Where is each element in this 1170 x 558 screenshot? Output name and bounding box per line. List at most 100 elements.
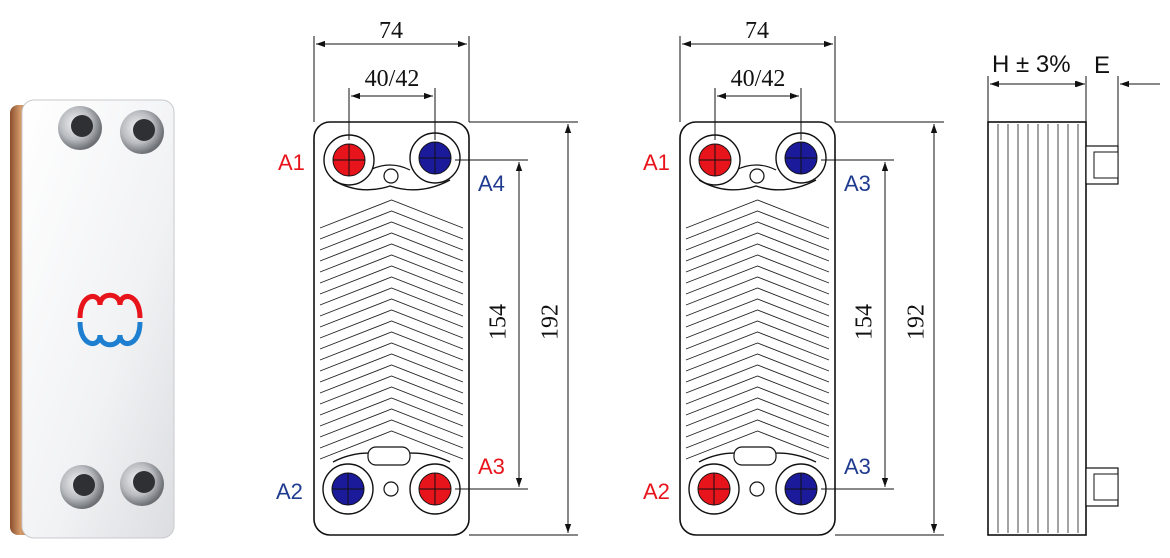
chevron-line <box>685 342 830 372</box>
chevron-line <box>685 243 830 273</box>
chevron-line <box>319 375 464 405</box>
port-label-a1: A1 <box>278 150 305 175</box>
port-pitch-label: 40/42 <box>731 66 786 92</box>
port-label-a3: A3 <box>478 454 505 479</box>
chevron-line <box>319 232 464 262</box>
inner-height-dimension <box>821 159 894 490</box>
chevron-line <box>319 342 464 372</box>
thickness-dimension <box>987 76 1087 122</box>
product-photo <box>10 99 175 539</box>
chevron-line <box>319 309 464 339</box>
chevron-line <box>319 364 464 394</box>
chevron-line <box>685 375 830 405</box>
side-connection-top <box>1085 145 1119 185</box>
chevron-line <box>685 276 830 306</box>
chevron-line <box>685 430 830 460</box>
three-loop-logo-icon <box>77 292 143 348</box>
nozzle-bottom-right <box>120 462 164 506</box>
port-a2 <box>322 463 374 515</box>
port-pitch-dimension <box>348 88 436 140</box>
chevron-line <box>319 320 464 350</box>
chevron-line <box>685 287 830 317</box>
distributor-bottom <box>332 446 451 497</box>
width-dimension-label: 74 <box>379 18 403 44</box>
chevron-line <box>685 331 830 361</box>
distributor-top <box>698 164 817 191</box>
plate-outline <box>679 121 836 536</box>
chevron-line <box>319 221 464 251</box>
port-a3-top <box>775 132 827 184</box>
chevron-line <box>319 199 464 229</box>
side-view: H ± 3% E <box>987 51 1160 536</box>
port-a1 <box>689 134 741 186</box>
outer-height-label: 192 <box>904 304 930 340</box>
chevron-line <box>319 386 464 416</box>
port-a4 <box>409 132 461 184</box>
port-a1 <box>323 134 375 186</box>
chevron-line <box>685 265 830 295</box>
chevron-line <box>319 298 464 328</box>
chevron-line <box>685 386 830 416</box>
port-label-a1: A1 <box>643 150 670 175</box>
thickness-label: H ± 3% <box>992 51 1071 78</box>
chevron-line <box>685 408 830 438</box>
chevron-line <box>685 221 830 251</box>
port-a2 <box>688 463 740 515</box>
chevron-line <box>685 199 830 229</box>
chevron-line <box>685 232 830 262</box>
plate-stack-lines <box>997 124 1079 533</box>
port-pitch-dimension <box>714 88 802 140</box>
width-dimension <box>313 36 470 122</box>
port-label-a3-bottom: A3 <box>844 454 871 479</box>
nozzle-top-right <box>120 110 164 154</box>
chevron-line <box>319 243 464 273</box>
chevron-line <box>685 309 830 339</box>
chevron-line <box>319 331 464 361</box>
plate-outline <box>313 121 470 536</box>
distributor-bottom <box>698 446 817 497</box>
outer-height-dimension <box>469 121 578 536</box>
chevron-line <box>685 419 830 449</box>
connection-length-dimension <box>1070 76 1160 146</box>
nozzle-bottom-left <box>60 465 104 509</box>
inner-height-label: 154 <box>486 304 512 340</box>
width-dimension <box>679 36 836 122</box>
width-dimension-label: 74 <box>745 18 769 44</box>
chevron-line <box>319 408 464 438</box>
chevron-line <box>319 353 464 383</box>
chevron-line <box>319 419 464 449</box>
chevron-line <box>319 276 464 306</box>
plate-stack-outline <box>987 121 1087 536</box>
chevron-line <box>685 320 830 350</box>
connection-label: E <box>1094 52 1110 79</box>
port-pitch-label: 40/42 <box>365 66 420 92</box>
outer-height-dimension <box>835 121 944 536</box>
side-connection-bottom <box>1085 467 1119 507</box>
chevron-line <box>685 397 830 427</box>
inner-height-dimension <box>455 159 528 490</box>
chevron-line <box>685 353 830 383</box>
drawing-1: 74 40/42 154 192 A1 A4 A2 A3 <box>276 18 578 536</box>
port-a3-bottom <box>775 463 827 515</box>
drawing-2: 74 40/42 154 192 A1 A3 A2 A3 <box>643 18 944 536</box>
chevron-line <box>685 364 830 394</box>
inner-height-label: 154 <box>852 304 878 340</box>
chevron-line <box>319 265 464 295</box>
chevron-line <box>319 430 464 460</box>
port-a3 <box>409 463 461 515</box>
nozzle-top-left <box>58 106 102 150</box>
exchanger-front-plate <box>21 99 175 539</box>
port-label-a2: A2 <box>643 479 670 504</box>
distributor-top <box>332 164 451 191</box>
port-label-a4: A4 <box>478 171 505 196</box>
chevron-line <box>685 298 830 328</box>
port-label-a2: A2 <box>276 479 303 504</box>
herringbone-pattern <box>685 199 830 460</box>
herringbone-pattern <box>319 199 464 460</box>
chevron-line <box>319 210 464 240</box>
outer-height-label: 192 <box>538 304 564 340</box>
chevron-line <box>319 254 464 284</box>
chevron-line <box>685 254 830 284</box>
chevron-line <box>685 210 830 240</box>
